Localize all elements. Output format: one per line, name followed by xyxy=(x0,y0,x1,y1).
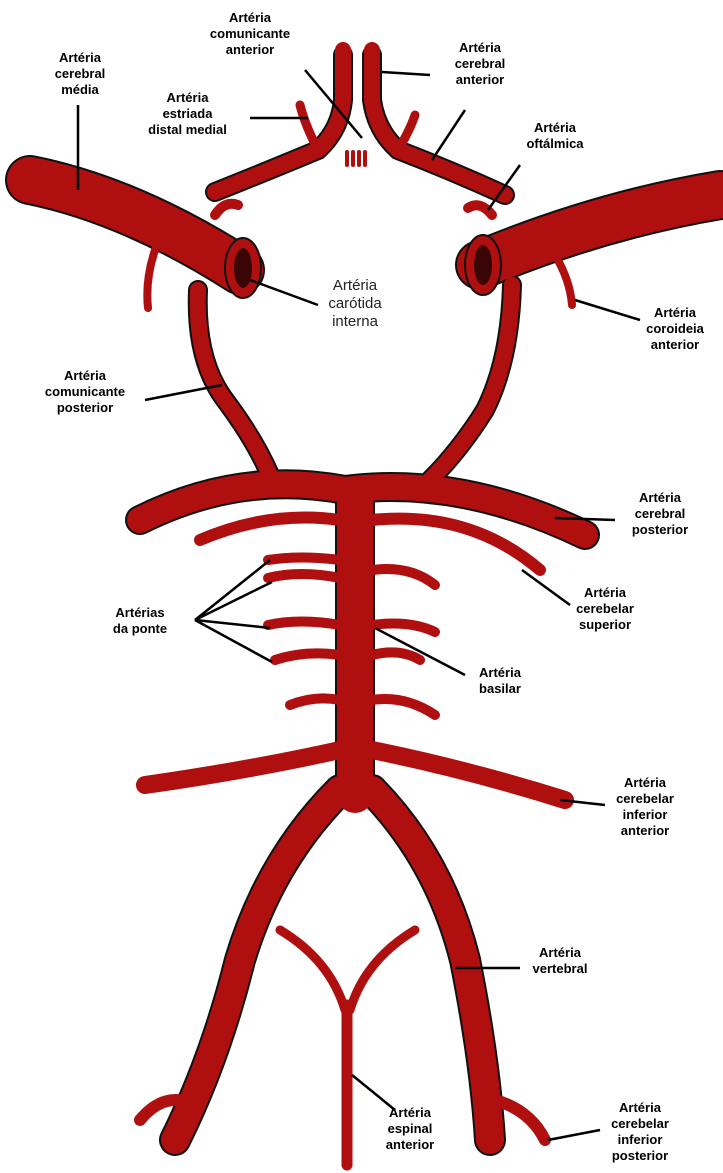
posterior-communicating-right xyxy=(430,285,512,480)
label-posterior-cerebral: Artéria cerebral posterior xyxy=(610,490,710,538)
label-anterior-spinal: Artéria espinal anterior xyxy=(365,1105,455,1153)
label-ophthalmic: Artéria oftálmica xyxy=(510,120,600,152)
label-striate: Artéria estriada distal medial xyxy=(125,90,250,138)
label-cerebral-media: Artéria cerebral média xyxy=(35,50,125,98)
posterior-communicating-left xyxy=(198,290,270,475)
label-anterior-choroidal: Artéria coroideia anterior xyxy=(630,305,720,353)
label-pontine: Artérias da ponte xyxy=(90,605,190,637)
label-vertebral: Artéria vertebral xyxy=(510,945,610,977)
label-internal-carotid: Artéria carótida interna xyxy=(300,277,410,331)
label-posterior-communicating: Artéria comunicante posterior xyxy=(20,368,150,416)
label-posterior-inferior-cerebellar: Artéria cerebelar inferior posterior xyxy=(590,1100,690,1164)
label-superior-cerebellar: Artéria cerebelar superior xyxy=(555,585,655,633)
label-cerebral-anterior: Artéria cerebral anterior xyxy=(430,40,530,88)
middle-cerebral-right xyxy=(480,195,720,265)
label-anterior-inferior-cerebellar: Artéria cerebelar inferior anterior xyxy=(595,775,695,839)
label-communicating-anterior: Artéria comunicante anterior xyxy=(190,10,310,58)
label-basilar: Artéria basilar xyxy=(455,665,545,697)
